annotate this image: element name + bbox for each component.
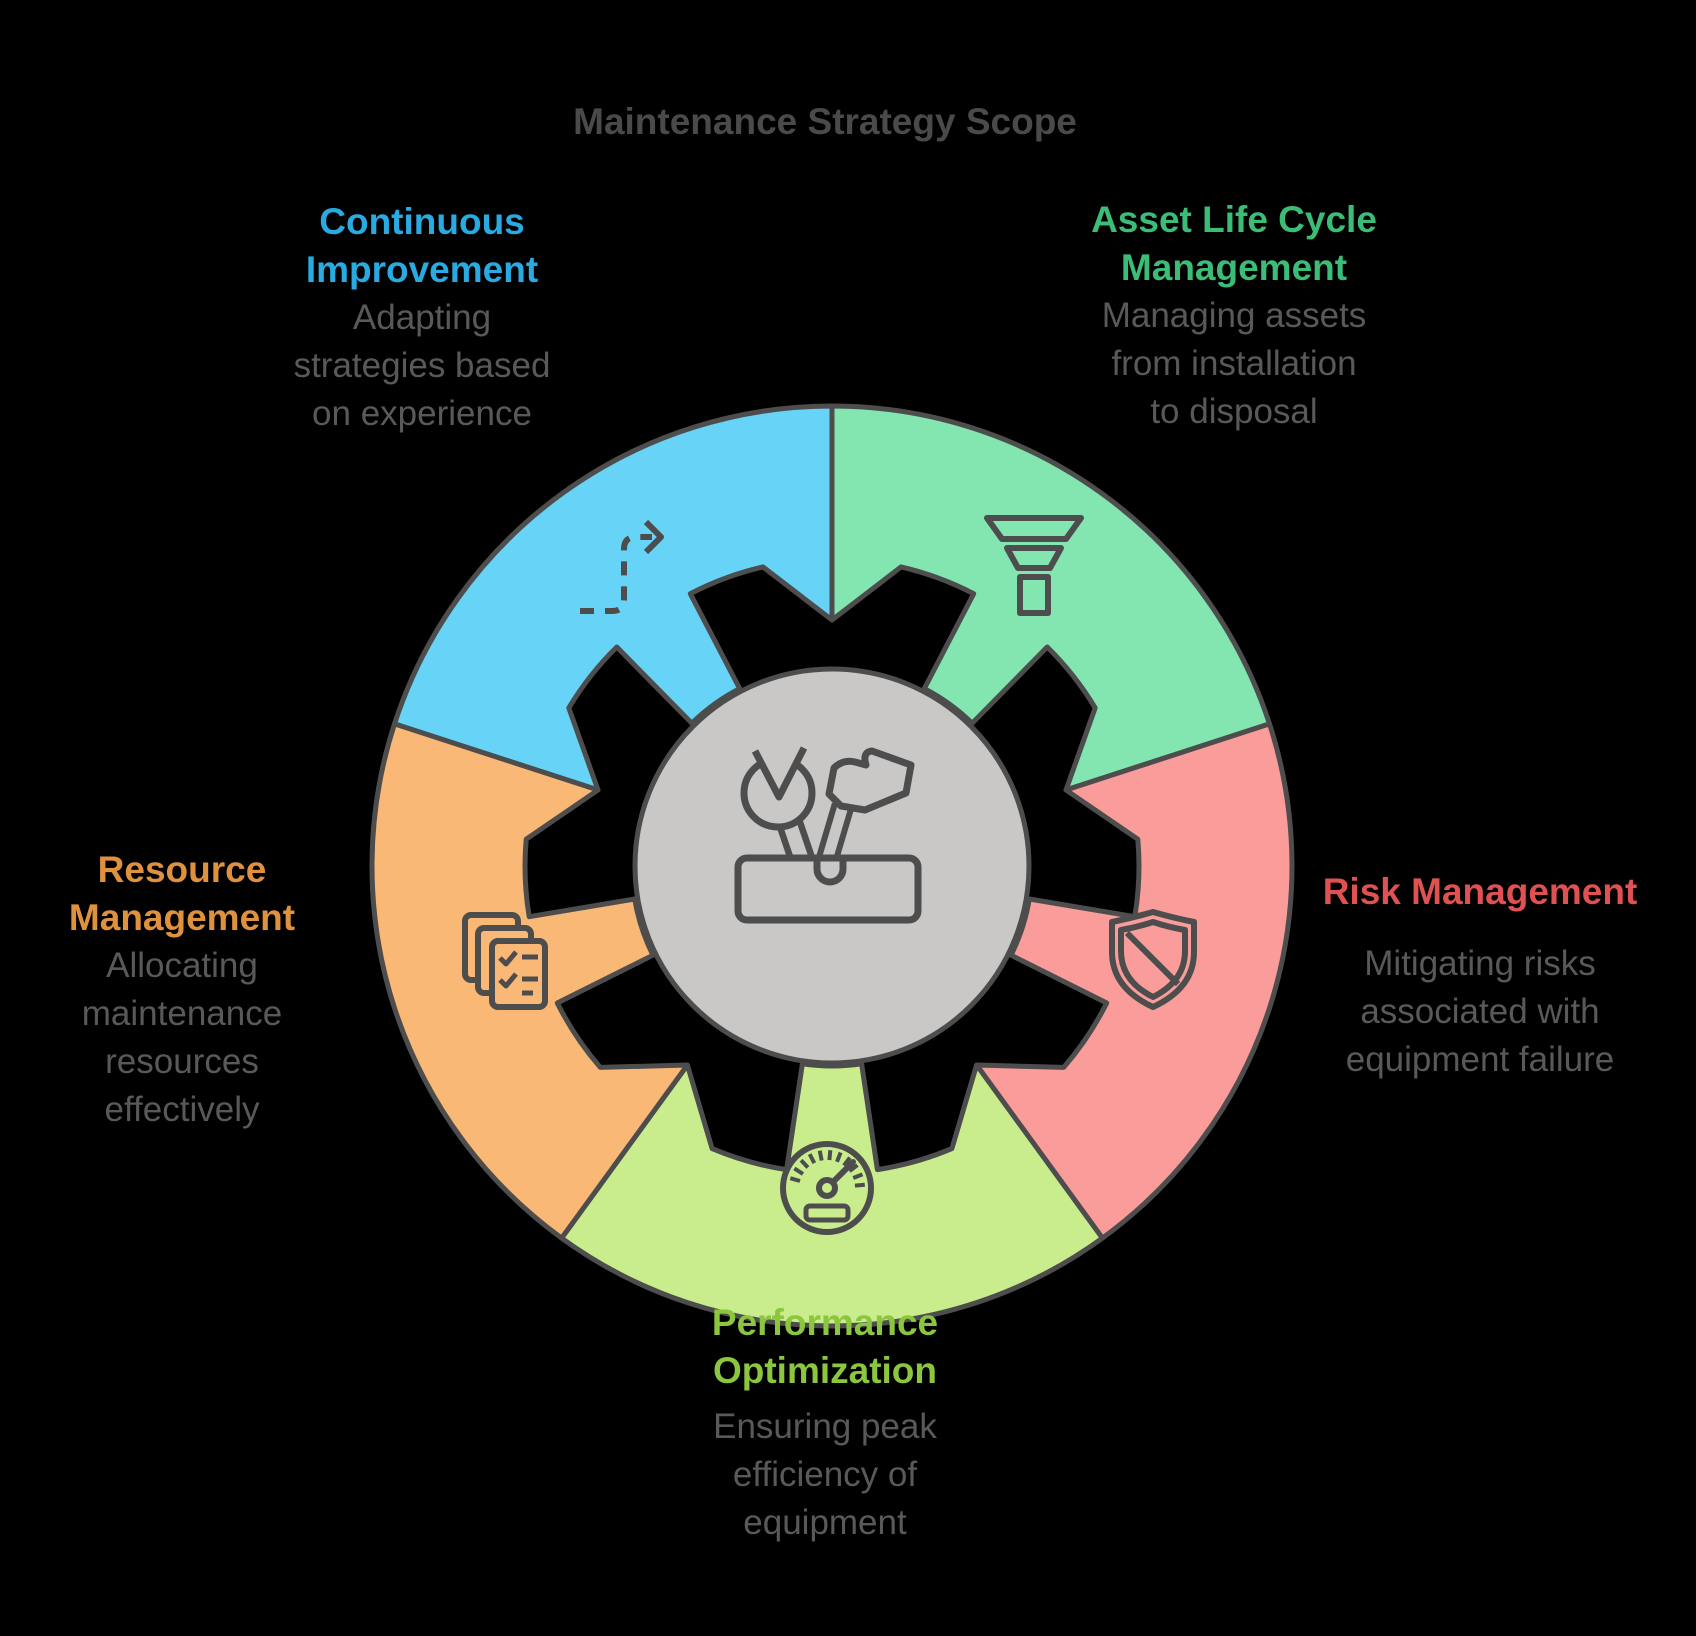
section-block-risk-management: Risk Management Mitigating risks associa…	[1323, 868, 1638, 1084]
section-description: Mitigating risks associated with equipme…	[1323, 940, 1638, 1084]
section-description-line: associated with	[1360, 992, 1600, 1031]
section-description-line: effectively	[104, 1090, 260, 1129]
section-block-asset-life-cycle: Asset Life Cycle Management Managing ass…	[1091, 196, 1377, 436]
section-block-continuous-improvement: Continuous Improvement Adapting strategi…	[294, 198, 551, 438]
page-title: Maintenance Strategy Scope	[573, 101, 1077, 142]
section-label-line: Performance	[711, 1302, 939, 1343]
section-block-performance-optimization: Performance Optimization Ensuring peak e…	[712, 1299, 938, 1547]
section-description-line: strategies based	[293, 346, 551, 385]
documents-icon	[462, 912, 548, 1010]
dashed-arrow-icon	[580, 519, 664, 614]
shield-icon	[1109, 909, 1197, 1010]
section-description-line: maintenance	[81, 994, 283, 1033]
section-label-line: Optimization	[712, 1350, 938, 1391]
section-description-line: efficiency of	[732, 1455, 918, 1494]
section-label: Performance Optimization	[712, 1299, 938, 1395]
section-description-line: Mitigating risks	[1364, 944, 1596, 983]
section-description-line: Adapting	[352, 298, 492, 337]
section-label-line: Improvement	[305, 249, 539, 290]
section-description-line: on experience	[312, 394, 532, 433]
toolbox-icon	[734, 744, 922, 924]
section-description-line: Allocating	[106, 946, 258, 985]
section-label-line: Resource	[97, 849, 267, 890]
section-label: Resource Management	[69, 846, 295, 942]
section-description: Allocating maintenance resources effecti…	[69, 942, 295, 1134]
section-description-line: resources	[105, 1042, 259, 1081]
gauge-icon	[780, 1141, 874, 1235]
section-description-line: Managing assets	[1101, 296, 1367, 335]
section-label-line: Continuous	[319, 201, 525, 242]
section-label-line: Management	[1120, 247, 1348, 288]
section-label: Continuous Improvement	[294, 198, 551, 294]
section-label-line: Management	[68, 897, 296, 938]
section-description: Adapting strategies based on experience	[294, 294, 551, 438]
section-label: Asset Life Cycle Management	[1091, 196, 1377, 292]
section-label-line: Asset Life Cycle	[1091, 199, 1377, 240]
section-description-line: equipment failure	[1345, 1040, 1615, 1079]
section-description: Ensuring peak efficiency of equipment	[712, 1403, 938, 1547]
section-description-line: to disposal	[1150, 392, 1318, 431]
funnel-icon	[984, 515, 1084, 616]
segment-continuous-improvement	[392, 403, 835, 793]
section-description: Managing assets from installation to dis…	[1091, 292, 1377, 436]
section-block-resource-management: Resource Management Allocating maintenan…	[69, 846, 295, 1134]
section-description-line: from installation	[1111, 344, 1357, 383]
section-description-line: Ensuring peak	[713, 1407, 937, 1446]
section-description-line: equipment	[743, 1503, 907, 1542]
section-label: Risk Management	[1323, 868, 1638, 916]
section-label-line: Risk Management	[1322, 871, 1638, 912]
